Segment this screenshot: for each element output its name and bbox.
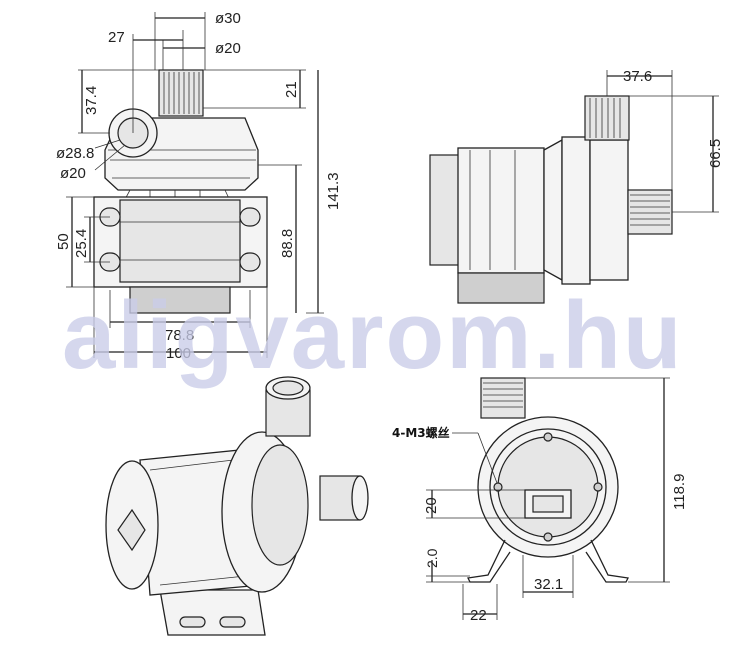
dim-d20-top: ø20 [215,40,241,57]
dim-22: 22 [470,607,487,624]
side-outlet-pipe [584,95,630,141]
side-volute [561,136,591,285]
rear-foot-right [585,539,629,583]
rear-view [467,377,629,583]
dim-37-6: 37.6 [623,68,652,85]
side-end-cap [429,154,461,266]
rear-foot-left [467,539,511,583]
dim-2-0: 2.0 [424,548,440,568]
dim-141-3: 141.3 [325,172,342,210]
screw-left [493,482,503,492]
dim-d30: ø30 [215,10,241,27]
front-outlet-pipe [158,69,204,117]
side-dimensions: 37.6 66.5 [606,68,724,213]
side-foot [457,272,545,304]
slot-right-bottom [239,252,261,272]
screw-bottom [543,532,553,542]
front-dimensions: ø30 ø20 27 37.4 21 141.3 88.8 ø28.8 ø20 [55,10,342,362]
side-flange [543,138,563,282]
side-inlet-pipe [627,189,673,235]
dim-100: 100 [166,345,191,362]
iso-bracket [159,589,266,636]
dim-25-4: 25.4 [73,229,90,258]
dim-21: 21 [283,81,300,98]
side-motor-body [457,147,545,274]
front-view [93,69,268,314]
watermark: aligvarom.hu [62,282,683,389]
dim-27: 27 [108,29,125,46]
screw-top [543,432,553,442]
dim-88-8: 88.8 [279,229,296,258]
side-view [429,95,673,304]
front-end-cap [129,286,231,314]
dim-d28-8: ø28.8 [56,145,94,162]
rear-outlet-pipe [480,377,526,419]
dim-d20-side: ø20 [60,165,86,182]
slot-right-top [239,207,261,227]
dim-37-4: 37.4 [83,86,100,115]
iso-end-cap-detail [117,508,146,552]
dim-20-rear: 20 [423,497,440,514]
rear-dimensions: 4-M3螺丝 20 118.9 2.0 32.1 22 [392,377,688,624]
side-pump-head [589,139,629,281]
dim-32-1: 32.1 [534,576,563,593]
dim-78-8: 78.8 [165,327,194,344]
dim-50: 50 [55,233,72,250]
screw-right [593,482,603,492]
dim-118-9: 118.9 [671,474,688,510]
iso-view [105,376,369,636]
front-motor-body [119,199,241,283]
note-4-m3-screw: 4-M3螺丝 [392,425,450,440]
dim-66-5: 66.5 [707,139,724,168]
